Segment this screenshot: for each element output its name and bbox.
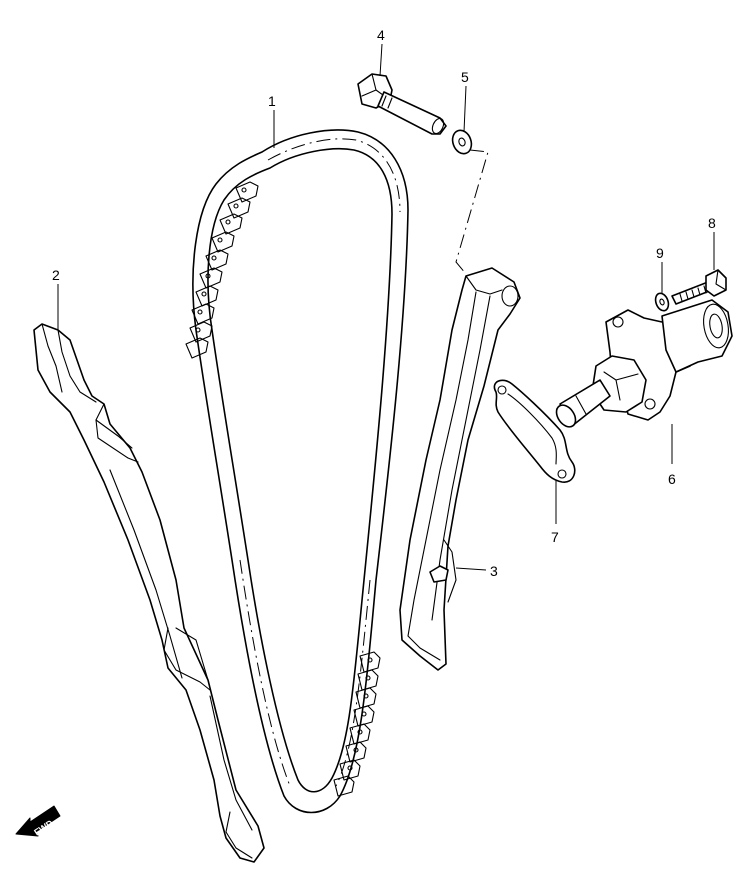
callout-2: 2 [52, 267, 60, 283]
callout-9: 9 [656, 245, 664, 261]
part-7-gasket [493, 379, 576, 483]
part-2-tensioner-guide [33, 323, 265, 863]
fwd-indicator: FWD [15, 805, 61, 838]
callout-5: 5 [461, 69, 469, 85]
callout-labels: 1 2 3 4 5 6 7 8 9 [52, 27, 716, 579]
callout-7: 7 [551, 529, 559, 545]
part-3-chain-guide [399, 267, 521, 671]
callout-3: 3 [490, 563, 498, 579]
part-6-tensioner-adjuster [555, 299, 733, 428]
part-8-bolt [671, 269, 727, 305]
part-5-washer [451, 129, 473, 155]
callout-4: 4 [377, 27, 385, 43]
leader-lines [57, 43, 715, 571]
part-1-cam-chain [185, 129, 409, 814]
callout-8: 8 [708, 215, 716, 231]
callout-1: 1 [268, 93, 276, 109]
part-9-washer [654, 292, 670, 312]
part-4-bolt [357, 73, 447, 135]
arrow-left-down-icon [15, 805, 61, 837]
callout-6: 6 [668, 471, 676, 487]
reference-line [455, 149, 489, 275]
